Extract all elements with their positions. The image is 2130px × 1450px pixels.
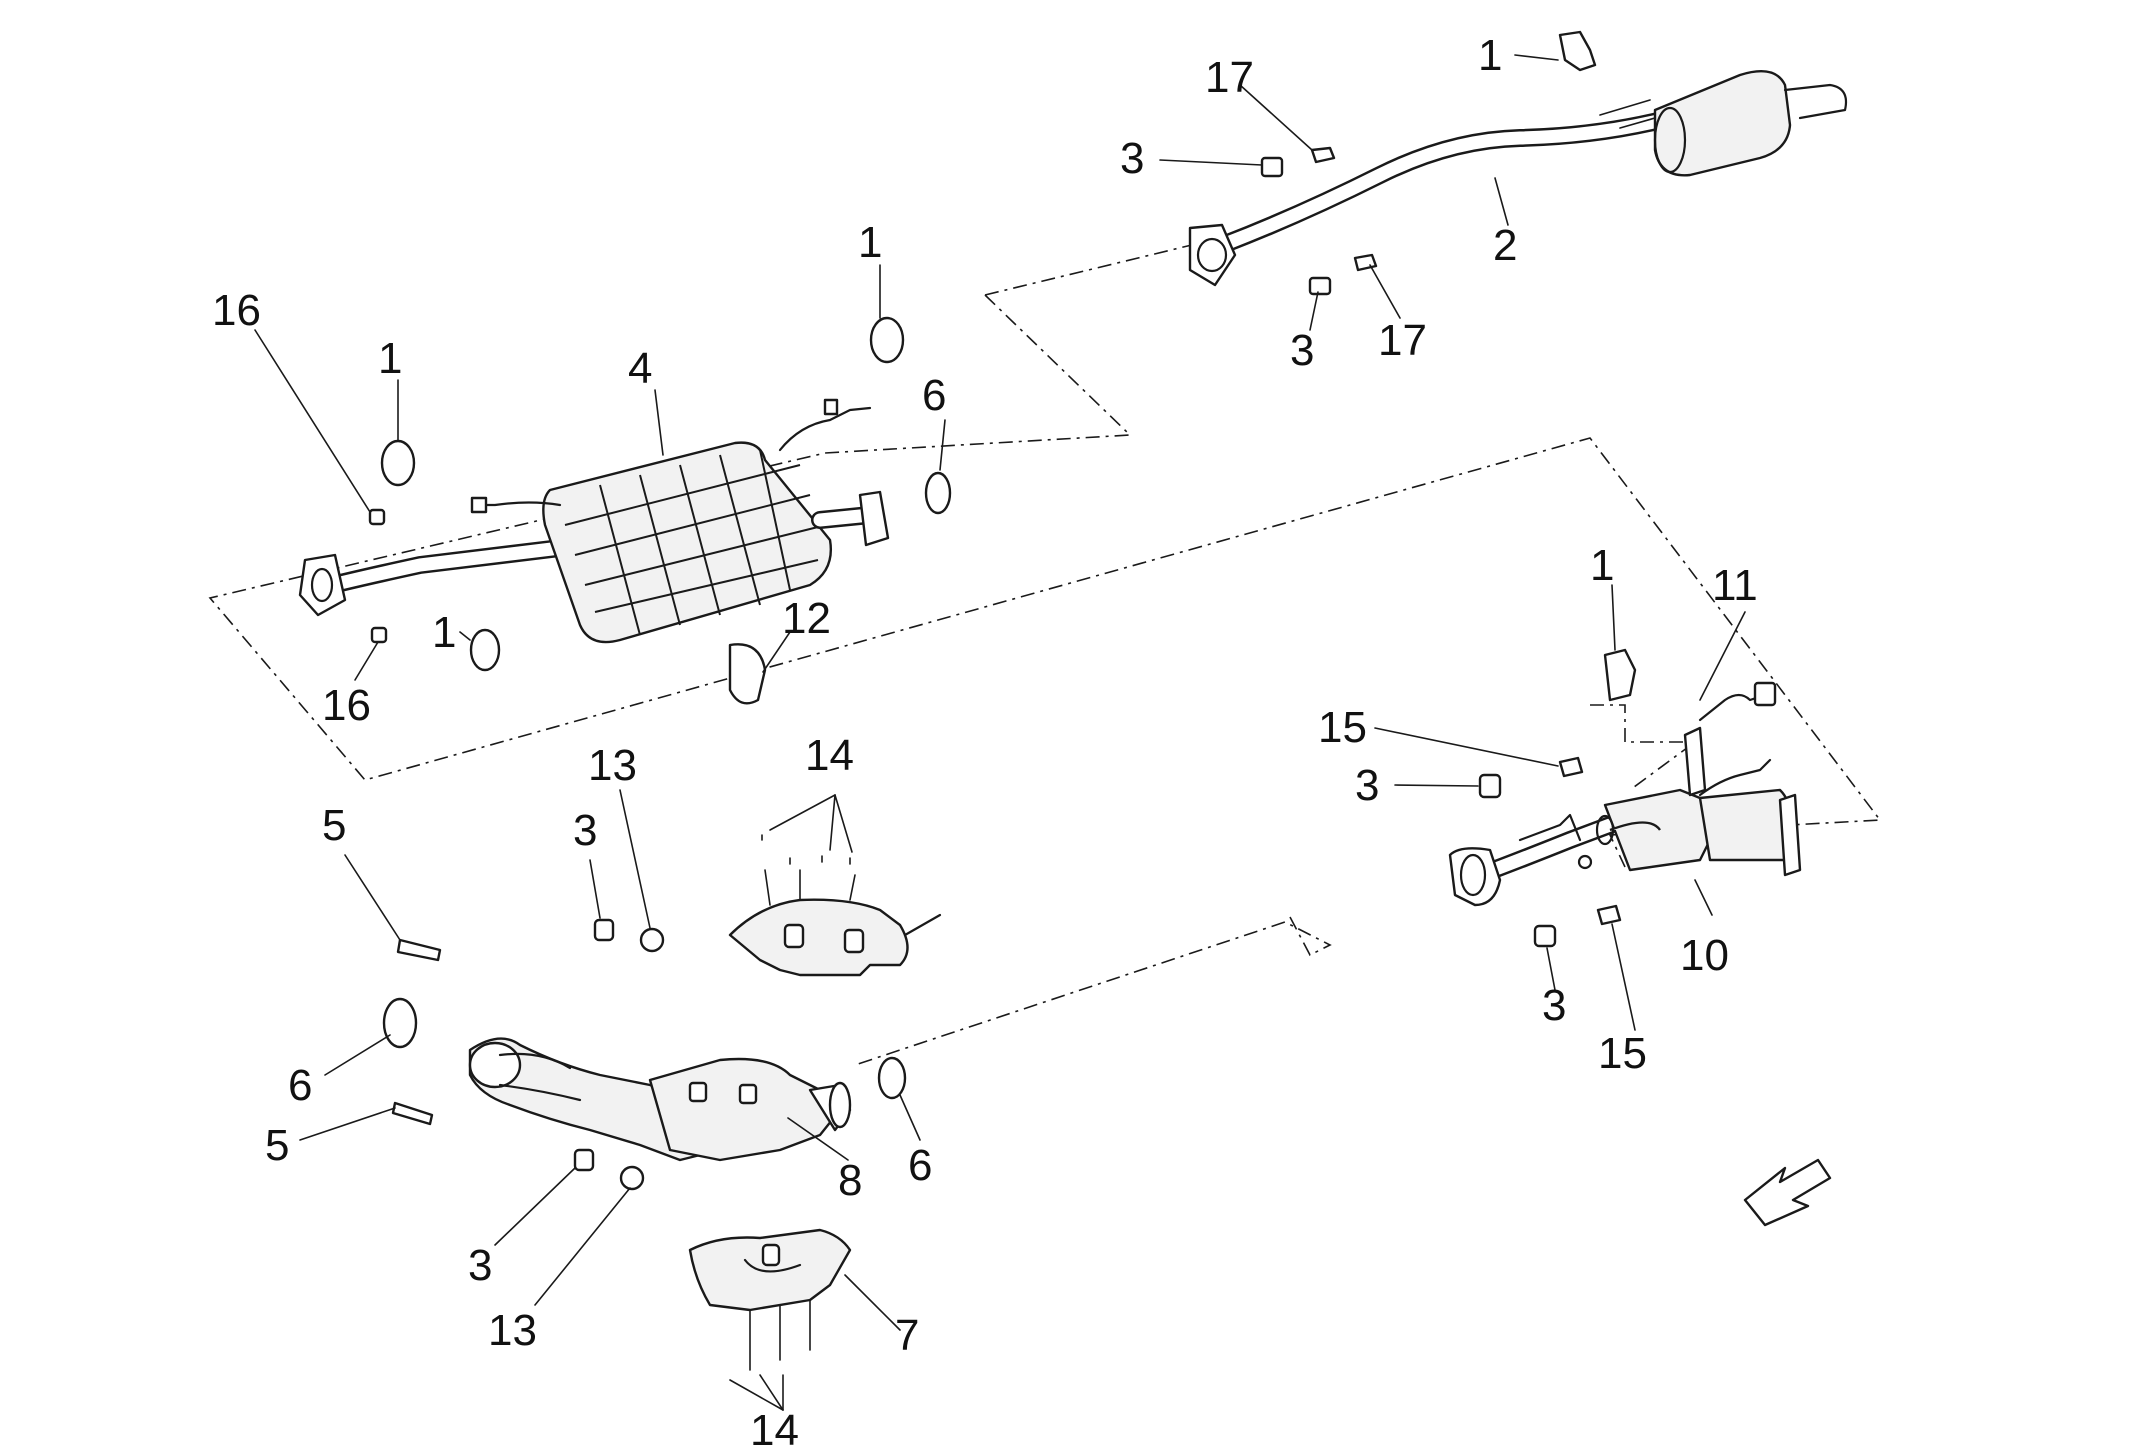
callout-13: 13 xyxy=(488,1306,537,1355)
callout-3: 3 xyxy=(1355,761,1379,810)
muffler-rib-grid xyxy=(564,449,819,636)
callout-5: 5 xyxy=(322,801,346,850)
callout-1: 1 xyxy=(1478,31,1502,80)
leader-lines xyxy=(254,54,1746,1411)
callout-3: 3 xyxy=(1120,134,1144,183)
callout-11: 11 xyxy=(1712,561,1758,610)
callout-5: 5 xyxy=(265,1121,289,1170)
callout-6: 6 xyxy=(922,371,946,420)
callout-3: 3 xyxy=(1290,326,1314,375)
callout-1: 1 xyxy=(858,218,882,267)
callout-14: 14 xyxy=(805,731,854,780)
callout-16: 16 xyxy=(322,681,371,730)
callout-15: 15 xyxy=(1318,703,1367,752)
callout-15: 15 xyxy=(1598,1029,1647,1078)
callout-1: 1 xyxy=(432,608,456,657)
callout-1: 1 xyxy=(378,334,402,383)
front-pipe-catalyst-assembly xyxy=(468,1037,852,1162)
callout-17: 17 xyxy=(1205,53,1254,102)
callout-12: 12 xyxy=(782,594,831,643)
callout-6: 6 xyxy=(288,1061,312,1110)
upper-heat-shield xyxy=(728,869,942,977)
callout-13: 13 xyxy=(588,741,637,790)
callout-3: 3 xyxy=(573,806,597,855)
direction-arrow-icon xyxy=(1743,1158,1832,1227)
callout-4: 4 xyxy=(628,344,652,393)
center-muffler-assembly xyxy=(298,398,890,644)
assembly-guide-lines xyxy=(208,242,1882,1066)
front-catalytic-converter-assembly xyxy=(1448,758,1802,907)
callout-1: 1 xyxy=(1590,541,1614,590)
callout-6: 6 xyxy=(908,1141,932,1190)
tail-pipe-muffler-assembly xyxy=(1188,70,1848,287)
callout-3: 3 xyxy=(468,1241,492,1290)
callout-10: 10 xyxy=(1680,931,1729,980)
callout-labels: 1 17 3 2 3 17 1 16 1 4 6 1 16 12 1 11 15… xyxy=(212,31,1758,1450)
lower-heat-shield xyxy=(688,1228,852,1312)
callout-8: 8 xyxy=(838,1156,862,1205)
callout-2: 2 xyxy=(1493,221,1517,270)
hardware-parts xyxy=(368,30,1777,1371)
callout-7: 7 xyxy=(895,1311,919,1360)
callout-17: 17 xyxy=(1378,316,1427,365)
callout-16: 16 xyxy=(212,286,261,335)
callout-3: 3 xyxy=(1542,981,1566,1030)
callout-14: 14 xyxy=(750,1406,799,1450)
